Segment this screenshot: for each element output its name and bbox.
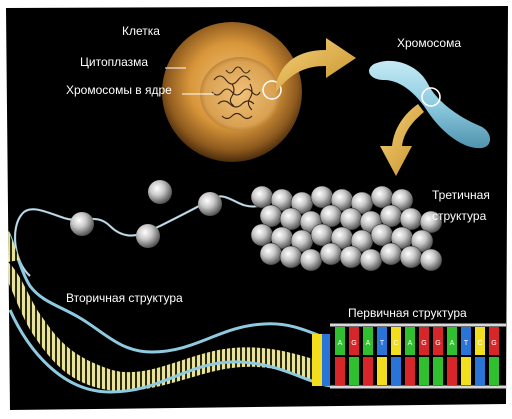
- nucleosome: [279, 245, 303, 269]
- nucleosome-beads: [70, 180, 222, 248]
- base-nucleotide: [405, 357, 415, 385]
- cell-illustration: [162, 22, 302, 162]
- chromosome-label: Хромосома: [397, 36, 462, 50]
- nucleosome: [339, 245, 363, 269]
- base-nucleotide: [349, 357, 359, 385]
- primary-label: Первичная структура: [348, 306, 467, 320]
- nucleosome: [370, 223, 394, 247]
- nucleosome: [279, 207, 303, 231]
- base-nucleotide: [489, 357, 499, 385]
- base-letter: G: [351, 340, 356, 347]
- base-nucleotide: [419, 357, 429, 385]
- nucleosome: [319, 242, 343, 266]
- tertiary-label-line1: Третичная: [432, 188, 490, 202]
- base-letter: A: [338, 340, 343, 347]
- nucleosome: [399, 245, 423, 269]
- nuclear-chromatin: [211, 66, 261, 120]
- base-letter: G: [421, 340, 426, 347]
- base-nucleotide: [405, 327, 415, 355]
- nucleosome: [310, 185, 334, 209]
- base-nucleotide: [475, 327, 485, 355]
- base-nucleotide: [433, 327, 443, 355]
- nuclear-chromosomes-label: Хромосомы в ядре: [66, 83, 172, 97]
- zoom-ring-chromosome: [421, 87, 441, 107]
- base-letter: T: [380, 340, 385, 347]
- nucleosome: [379, 204, 403, 228]
- base-letter: C: [393, 340, 398, 347]
- arrow-cell-to-chromosome: [276, 38, 356, 92]
- nucleosome: [359, 248, 383, 272]
- base-nucleotide: [433, 357, 443, 385]
- base-nucleotide: [335, 357, 345, 385]
- arrow-chromosome-to-tertiary: [380, 104, 424, 176]
- base-nucleotide: [377, 327, 387, 355]
- base-letter: A: [450, 340, 455, 347]
- zoom-ring-nucleus: [262, 80, 282, 100]
- base-nucleotide: [363, 327, 373, 355]
- nucleosome: [148, 180, 172, 204]
- nucleosome: [259, 204, 283, 228]
- nucleosome: [310, 223, 334, 247]
- base-letter: C: [477, 340, 482, 347]
- nucleosome: [410, 229, 434, 253]
- nucleosome: [370, 185, 394, 209]
- base-nucleotide: [461, 327, 471, 355]
- base-nucleotide: [461, 357, 471, 385]
- nucleosome: [390, 188, 414, 212]
- base-nucleotide: [391, 357, 401, 385]
- nucleosome: [419, 248, 443, 272]
- helix-ribbon: [8, 262, 332, 391]
- helix-end-band: [312, 334, 322, 386]
- base-letter: G: [435, 340, 440, 347]
- nucleosome: [198, 192, 222, 216]
- base-letter: A: [408, 340, 413, 347]
- double-helix-secondary: [6, 230, 333, 394]
- base-nucleotide: [419, 327, 429, 355]
- base-letter: A: [366, 340, 371, 347]
- base-nucleotide: [377, 357, 387, 385]
- base-nucleotide: [335, 327, 345, 355]
- chromosome-body: [369, 60, 491, 149]
- helix-backbone-2: [8, 309, 333, 394]
- tertiary-structure-cluster: [250, 185, 443, 272]
- nucleosome: [299, 248, 323, 272]
- nucleosome: [379, 242, 403, 266]
- chromosome-illustration: [369, 60, 491, 149]
- secondary-label: Вторичная структура: [66, 291, 183, 305]
- helix-backbone-1: [6, 231, 333, 354]
- base-nucleotide: [489, 327, 499, 355]
- base-nucleotide: [363, 357, 373, 385]
- nucleosome: [70, 212, 94, 236]
- nucleosome: [339, 207, 363, 231]
- base-letter: G: [491, 340, 496, 347]
- nucleosome: [319, 204, 343, 228]
- nucleosome: [250, 185, 274, 209]
- base-nucleotide: [349, 327, 359, 355]
- base-nucleotide: [391, 327, 401, 355]
- helix-end-band: [322, 334, 330, 386]
- base-nucleotide: [475, 357, 485, 385]
- base-nucleotide: [447, 327, 457, 355]
- base-nucleotide: [447, 357, 457, 385]
- nucleosome: [136, 224, 160, 248]
- nucleosome: [250, 223, 274, 247]
- nucleosome: [399, 207, 423, 231]
- cytoplasm-label: Цитоплазма: [80, 55, 149, 69]
- tertiary-label-line2: структура: [432, 209, 487, 223]
- base-letter: T: [464, 340, 469, 347]
- cell-label: Клетка: [122, 24, 160, 38]
- nucleosome: [419, 210, 443, 234]
- dark-backdrop: [6, 6, 508, 410]
- nucleosome: [259, 242, 283, 266]
